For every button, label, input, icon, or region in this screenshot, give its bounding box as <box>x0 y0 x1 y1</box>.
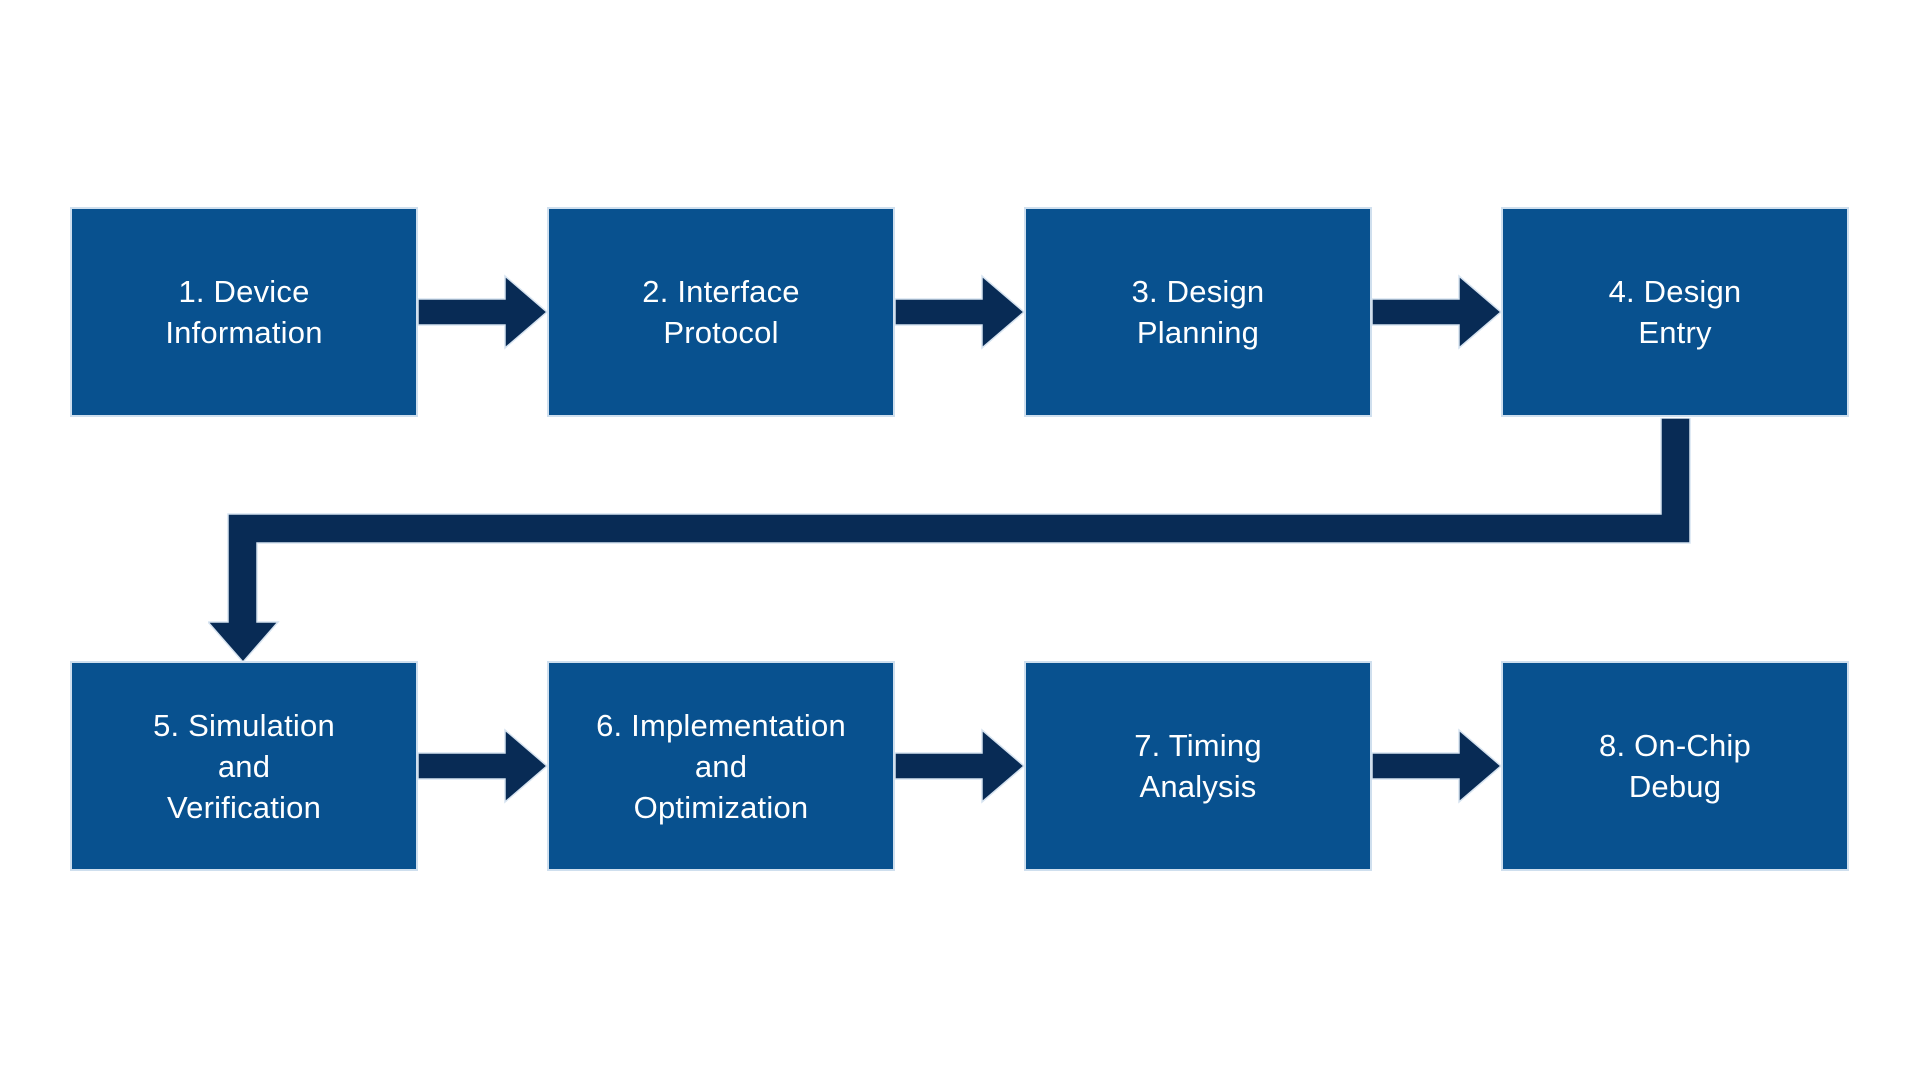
arrow-right-icon-6-7 <box>895 728 1024 804</box>
stage-label: 4. Design Entry <box>1608 274 1742 350</box>
stage-label: 3. Design Planning <box>1131 274 1265 350</box>
stage-label: 1. Device Information <box>165 274 323 350</box>
stage-label: 7. Timing Analysis <box>1134 728 1262 804</box>
stage-box-design-entry: 4. Design Entry <box>1501 207 1849 417</box>
arrow-right-icon-3-4 <box>1372 274 1501 350</box>
stage-box-design-planning: 3. Design Planning <box>1024 207 1372 417</box>
arrow-right-icon-2-3 <box>895 274 1024 350</box>
stage-box-device-information: 1. Device Information <box>70 207 418 417</box>
elbow-arrow-icon-4-5 <box>208 418 1691 662</box>
arrow-right-icon-1-2 <box>418 274 547 350</box>
arrow-right-icon-5-6 <box>418 728 547 804</box>
arrow-right-icon-7-8 <box>1372 728 1501 804</box>
stage-label: 8. On-Chip Debug <box>1599 728 1751 804</box>
stage-box-interface-protocol: 2. Interface Protocol <box>547 207 895 417</box>
stage-box-simulation-verification: 5. Simulation and Verification <box>70 661 418 871</box>
stage-box-implementation-optimization: 6. Implementation and Optimization <box>547 661 895 871</box>
stage-label: 6. Implementation and Optimization <box>596 707 846 825</box>
stage-box-timing-analysis: 7. Timing Analysis <box>1024 661 1372 871</box>
stage-label: 5. Simulation and Verification <box>153 707 335 825</box>
stage-box-on-chip-debug: 8. On-Chip Debug <box>1501 661 1849 871</box>
stage-label: 2. Interface Protocol <box>642 274 800 350</box>
